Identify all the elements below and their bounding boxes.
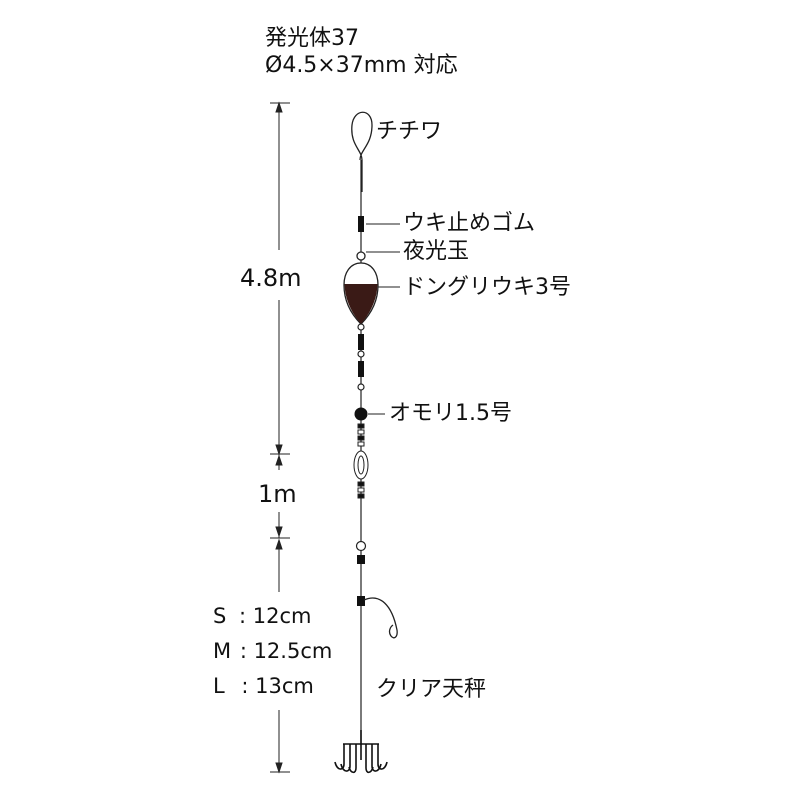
swivel (353, 423, 369, 499)
float-stopper (358, 216, 364, 232)
size-value: : 12.5cm (239, 639, 333, 663)
label-bead: 夜光玉 (403, 239, 470, 264)
squid-jig-hooks (334, 730, 388, 774)
dimension-upper-label: 4.8m (240, 264, 302, 292)
label-stopper: ウキ止めゴム (403, 211, 536, 236)
sinker (354, 407, 368, 421)
dimension-upper (270, 101, 290, 456)
label-float: ドングリウキ3号 (403, 275, 571, 300)
size-value: : 12cm (239, 604, 312, 628)
header-line1: 発光体37 (265, 26, 359, 51)
header-line2: Ø4.5×37mm 対応 (265, 53, 458, 78)
size-letter: S (213, 604, 227, 628)
loop-chichiwa (351, 111, 373, 192)
label-balance: クリア天秤 (376, 677, 487, 702)
size-m: M : 12.5cm (213, 641, 332, 662)
dimension-middle-label: 1m (258, 480, 297, 508)
label-sinker: オモリ1.5号 (389, 401, 512, 426)
size-l: L : 13cm (213, 676, 314, 697)
size-s: S : 12cm (213, 606, 312, 627)
size-value: : 13cm (241, 674, 314, 698)
luminous-bead (356, 251, 366, 261)
hook-leader (363, 597, 398, 639)
size-letter: M (213, 639, 232, 663)
label-loop: チチワ (376, 119, 443, 144)
dimension-lower (270, 537, 290, 774)
size-letter: L (213, 674, 225, 698)
